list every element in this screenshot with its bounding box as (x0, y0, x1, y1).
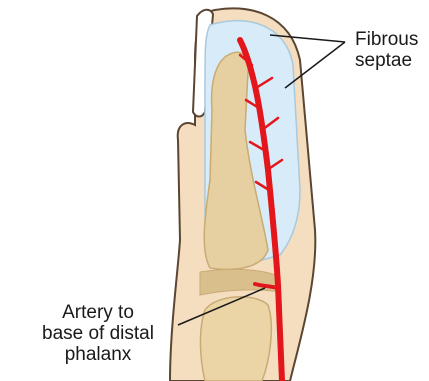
middle-phalanx (200, 297, 271, 381)
artery-label-line1: Artery to (8, 302, 188, 323)
fibrous-septae-line2: septae (355, 50, 418, 71)
artery-label: Artery to base of distal phalanx (8, 302, 188, 365)
artery-label-line3: phalanx (8, 344, 188, 365)
artery-label-line2: base of distal (8, 323, 188, 344)
fibrous-septae-label: Fibrous septae (355, 29, 418, 71)
fibrous-septae-line1: Fibrous (355, 29, 418, 50)
